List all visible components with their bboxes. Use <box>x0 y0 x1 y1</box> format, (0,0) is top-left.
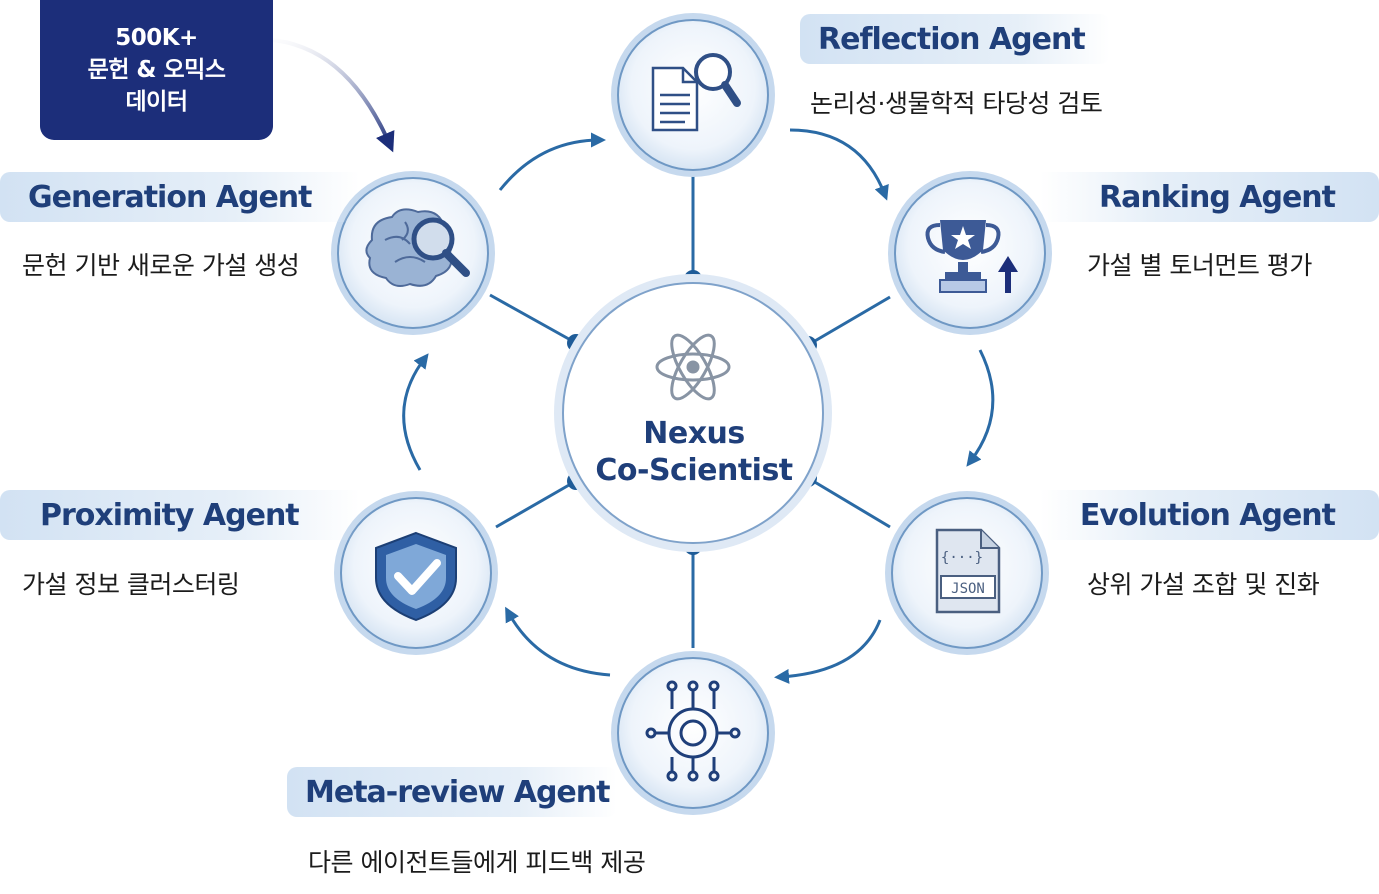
proximity-agent-banner: Proximity Agent <box>0 490 360 540</box>
svg-text:JSON: JSON <box>951 581 985 597</box>
data-source-count: 500K+ <box>115 25 198 51</box>
generation-agent-title: Generation Agent <box>28 179 312 215</box>
evolution-agent-title: Evolution Agent <box>1079 497 1336 533</box>
ranking-agent-title: Ranking Agent <box>1099 179 1336 215</box>
data-source-type: 문헌 & 오믹스 <box>87 57 226 83</box>
data-source-label: 데이터 <box>125 89 188 115</box>
arrow-ranking-to-evolution <box>966 349 995 467</box>
agent-node-circles <box>331 13 1052 815</box>
center-node <box>554 274 832 552</box>
meta-review-agent-desc: 다른 에이전트들에게 피드백 제공 <box>308 848 646 877</box>
trophy-up-icon <box>925 220 1018 293</box>
arrow-proximity-to-generation <box>402 353 429 471</box>
proximity-agent-title: Proximity Agent <box>40 497 300 533</box>
reflection-agent-title: Reflection Agent <box>818 21 1086 57</box>
data-source-box: 500K+ 문헌 & 오믹스 데이터 <box>40 0 273 140</box>
svg-text:{···}: {···} <box>941 550 983 566</box>
spoke-lines <box>489 175 891 648</box>
arrow-evolution-to-metareview <box>774 619 882 684</box>
center-title: Nexus Co-Scientist <box>580 415 808 489</box>
reflection-agent-banner: Reflection Agent <box>800 14 1110 64</box>
arrow-metareview-to-proximity <box>505 606 611 677</box>
json-file-icon: {···} JSON <box>935 528 1001 614</box>
evolution-agent-banner: Evolution Agent <box>1040 490 1379 540</box>
atom-icon <box>655 333 731 401</box>
center-title-line2: Co-Scientist <box>595 453 793 488</box>
generation-agent-desc: 문헌 기반 새로운 가설 생성 <box>22 251 300 280</box>
ranking-agent-desc: 가설 별 토너먼트 평가 <box>1087 251 1312 280</box>
proximity-agent-desc: 가설 정보 클러스터링 <box>22 570 240 599</box>
reflection-agent-desc: 논리성·생물학적 타당성 검토 <box>810 89 1103 118</box>
brain-search-icon <box>365 208 470 287</box>
arrow-reflection-to-ranking <box>789 128 889 201</box>
meta-review-agent-title: Meta-review Agent <box>305 774 610 810</box>
arrow-generation-to-reflection <box>498 132 606 191</box>
center-title-line1: Nexus <box>643 416 745 451</box>
document-search-icon <box>651 53 741 132</box>
evolution-agent-desc: 상위 가설 조합 및 진화 <box>1087 570 1320 599</box>
meta-review-agent-banner: Meta-review Agent <box>287 767 617 817</box>
cycle-arrows <box>402 128 995 684</box>
gear-network-icon <box>645 680 741 782</box>
ranking-agent-banner: Ranking Agent <box>1040 172 1379 222</box>
shield-check-icon <box>375 531 457 622</box>
generation-agent-banner: Generation Agent <box>0 172 360 222</box>
